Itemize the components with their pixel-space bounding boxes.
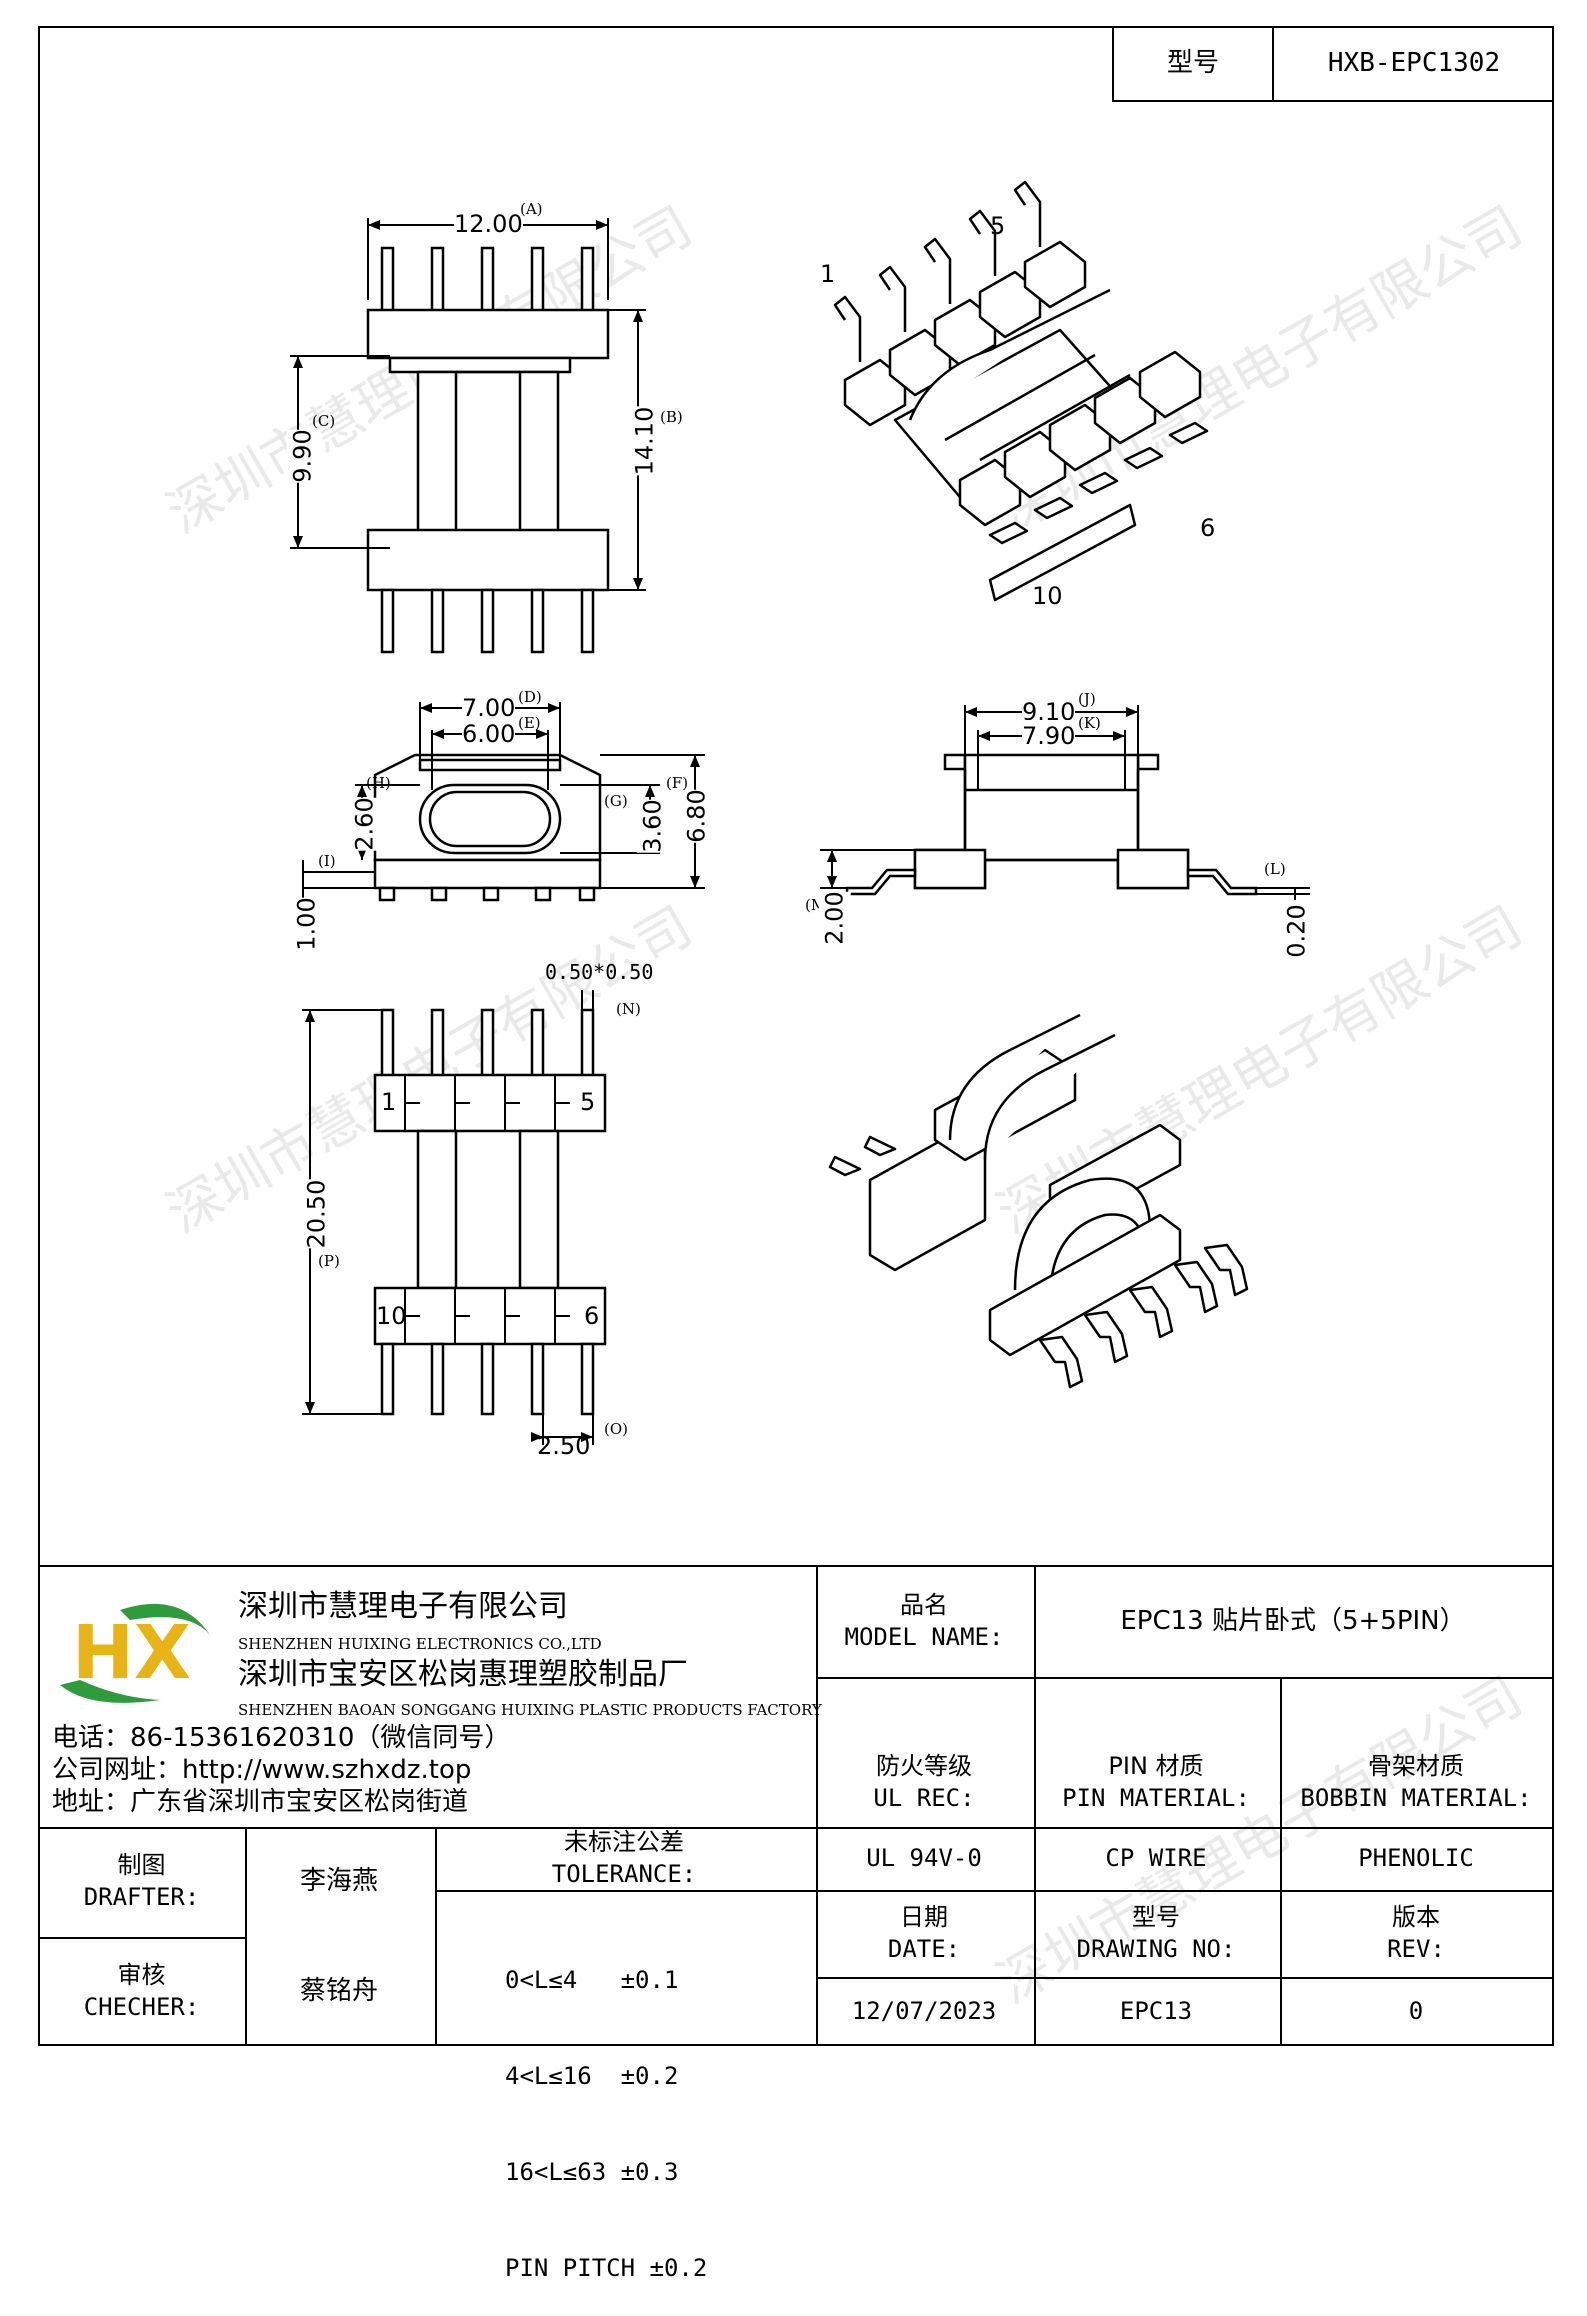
dim-c-tag: (C): [312, 412, 336, 430]
checker-label-cn: 审核: [117, 1960, 166, 1989]
tolerance-label: 未标注公差 TOLERANCE:: [435, 1827, 813, 1888]
checker-label-en: CHECHER:: [83, 1992, 200, 2021]
dim-o-tag: (O): [604, 1420, 629, 1438]
rev-label-cn: 版本: [1392, 1902, 1440, 1931]
tolerance-label-cn: 未标注公差: [564, 1827, 684, 1856]
model-header-label: 型号: [1166, 48, 1219, 78]
ul-rec-value: UL 94V-0: [866, 1844, 982, 1872]
dim-j-tag: (J): [1078, 690, 1096, 708]
dim-f-tag: (F): [666, 774, 689, 792]
dim-a-tag: (A): [520, 200, 543, 218]
dim-n-value: 0.50*0.50: [545, 960, 654, 984]
dim-a-value: 12.00: [454, 208, 523, 240]
drawing-no-label-cn: 型号: [1132, 1902, 1180, 1931]
model-header-value: HXB-EPC1302: [1327, 48, 1501, 78]
bobbin-material-value: PHENOLIC: [1358, 1844, 1474, 1872]
ul-rec-label-en: UL REC:: [873, 1784, 975, 1812]
front-view-drawing: [302, 702, 705, 935]
dim-p-tag: (P): [318, 1252, 340, 1270]
dim-l-tag: (L): [1264, 860, 1286, 878]
drawing-no-label-en: DRAWING NO:: [1076, 1934, 1236, 1963]
title-block: [38, 1565, 1554, 2046]
model-name-label-en: MODEL NAME:: [844, 1623, 1004, 1651]
model-name-value: EPC13 贴片卧式（5+5PIN）: [1120, 1606, 1466, 1636]
ul-rec-label: 防火等级 UL REC:: [816, 1677, 1032, 1887]
rev-label-en: REV:: [1387, 1934, 1445, 1963]
tolerance-line: 4<L≤16 ±0.2: [505, 2062, 679, 2090]
rev-value: 0: [1408, 1996, 1424, 2025]
tolerance-line: PIN PITCH ±0.2: [505, 2254, 708, 2282]
date-label-cn: 日期: [900, 1902, 948, 1931]
tolerance-line: 0<L≤4 ±0.1: [505, 1966, 679, 1994]
company-website: 公司网址：http://www.szhxdz.top: [52, 1755, 472, 1785]
drawing-no-label: 型号 DRAWING NO:: [1034, 1890, 1278, 1975]
pin-material-value: CP WIRE: [1105, 1844, 1207, 1872]
dim-d-tag: (D): [518, 688, 542, 706]
drafter-label-en: DRAFTER:: [83, 1883, 200, 1911]
pin-label-10: 10: [376, 1302, 407, 1330]
dim-n-tag: (N): [616, 1000, 641, 1018]
pin-label-1: 1: [381, 1088, 397, 1116]
model-header-box: 型号 HXB-EPC1302: [1112, 26, 1554, 102]
dim-k-tag: (K): [1078, 714, 1101, 732]
side-view-drawing: [820, 705, 1310, 900]
dim-e-value: 6.00: [462, 718, 516, 750]
tolerance-line: 16<L≤63 ±0.3: [505, 2158, 679, 2186]
drafter-label: 制图 DRAFTER:: [40, 1827, 243, 1935]
pin-material-label-en: PIN MATERIAL:: [1062, 1784, 1250, 1812]
company-logo-letters: HX: [72, 1610, 191, 1696]
pin-label-5: 5: [990, 212, 1006, 240]
company-address: 地址：广东省深圳市宝安区松岗街道: [52, 1787, 469, 1817]
model-name-label-cn: 品名: [900, 1591, 948, 1619]
dim-b-tag: (B): [660, 408, 683, 426]
pin-label-10: 10: [1032, 582, 1063, 610]
factory-name-cn: 深圳市宝安区松岗惠理塑胶制品厂: [238, 1657, 688, 1692]
drawing-no-value: EPC13: [1119, 1996, 1193, 2025]
isometric-view-bottom: [828, 1013, 1249, 1389]
dim-i-tag: (I): [318, 852, 336, 870]
dim-e-tag: (E): [518, 714, 541, 732]
ul-rec-label-cn: 防火等级: [876, 1752, 972, 1780]
checker-label: 审核 CHECHER:: [40, 1937, 243, 2044]
rev-label: 版本 REV:: [1280, 1890, 1552, 1975]
top-view-drawing: [290, 218, 646, 654]
isometric-view-top: [833, 180, 1209, 602]
date-label-en: DATE:: [887, 1934, 961, 1963]
drafter-value: 李海燕: [299, 1866, 378, 1896]
company-phone: 电话：86-15361620310（微信同号）: [52, 1723, 511, 1753]
date-value: 12/07/2023: [851, 1996, 997, 2025]
dim-o-value: 2.50: [537, 1432, 591, 1460]
model-name-label: 品名 MODEL NAME:: [816, 1567, 1032, 1675]
company-name-cn: 深圳市慧理电子有限公司: [238, 1589, 568, 1624]
pin-label-6: 6: [1200, 514, 1216, 542]
tolerance-list: 0<L≤4 ±0.1 4<L≤16 ±0.2 16<L≤63 ±0.3 PIN …: [505, 1900, 707, 2316]
pin-label-5: 5: [580, 1088, 596, 1116]
bobbin-material-label-en: BOBBIN MATERIAL:: [1300, 1784, 1532, 1812]
bobbin-material-label-cn: 骨架材质: [1368, 1752, 1464, 1780]
checker-value: 蔡铭舟: [299, 1975, 378, 2006]
pin-label-1: 1: [820, 260, 836, 288]
pin-label-6: 6: [584, 1302, 600, 1330]
dim-h-tag: (H): [366, 774, 391, 792]
dim-g-tag: (G): [604, 792, 628, 810]
tolerance-label-en: TOLERANCE:: [551, 1859, 697, 1888]
bottom-view-drawing: [302, 990, 607, 1445]
pin-material-label: PIN 材质 PIN MATERIAL:: [1034, 1677, 1278, 1887]
drafter-label-cn: 制图: [117, 1851, 166, 1879]
bobbin-material-label: 骨架材质 BOBBIN MATERIAL:: [1280, 1677, 1552, 1887]
dim-k-value: 7.90: [1022, 720, 1076, 752]
pin-material-label-cn: PIN 材质: [1108, 1752, 1204, 1780]
company-logo: HX: [60, 1603, 210, 1703]
date-label: 日期 DATE:: [816, 1890, 1032, 1975]
factory-name-en: SHENZHEN BAOAN SONGGANG HUIXING PLASTIC …: [238, 1701, 822, 1719]
company-name-en: SHENZHEN HUIXING ELECTRONICS CO.,LTD: [238, 1635, 602, 1653]
